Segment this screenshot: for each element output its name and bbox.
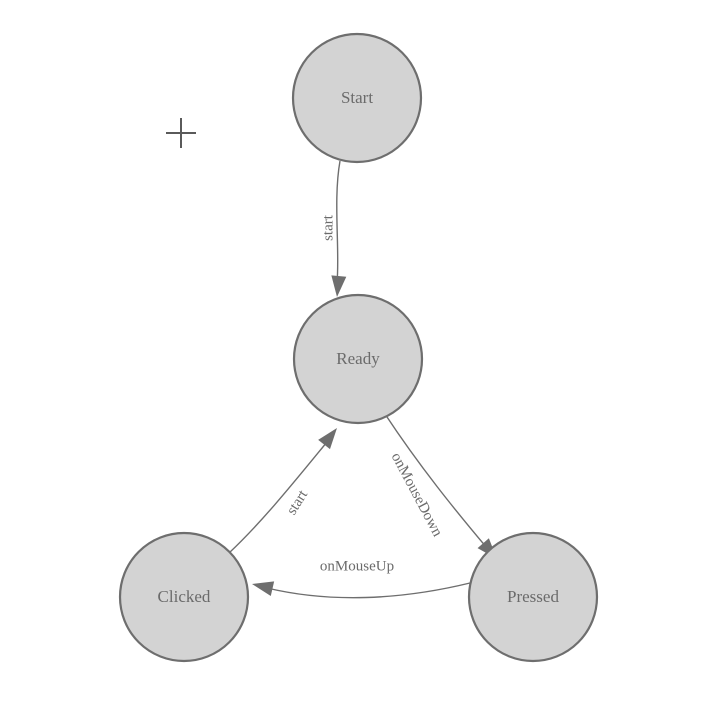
arrowhead-icon	[318, 428, 337, 450]
edge-pressed-to-clicked[interactable]: onMouseUp	[250, 558, 471, 599]
node-shape[interactable]	[467, 531, 599, 663]
node-label: Pressed	[507, 587, 559, 606]
edge-line	[228, 441, 328, 554]
arrowhead-icon	[252, 581, 275, 597]
node-pressed[interactable]: Pressed	[467, 531, 599, 663]
node-ready[interactable]: Ready	[292, 293, 424, 425]
node-label: Start	[341, 88, 373, 107]
edge-line	[384, 413, 488, 549]
node-shape[interactable]	[292, 293, 424, 425]
edge-line	[266, 582, 471, 599]
cursor-layer	[166, 118, 196, 148]
node-shape[interactable]	[291, 32, 423, 164]
edge-label: onMouseUp	[320, 558, 394, 574]
edge-clicked-to-ready[interactable]: start	[228, 423, 343, 554]
edge-label: onMouseDown	[388, 450, 446, 540]
node-start[interactable]: Start	[291, 32, 423, 164]
edge-line	[336, 160, 341, 284]
node-label: Clicked	[158, 587, 211, 606]
node-clicked[interactable]: Clicked	[118, 531, 250, 663]
node-label: Ready	[336, 349, 380, 368]
node-shape[interactable]	[118, 531, 250, 663]
arrowhead-icon	[331, 275, 347, 297]
edge-start-to-ready[interactable]: start	[320, 160, 347, 298]
edge-label: start	[320, 214, 336, 241]
edge-label: start	[284, 487, 312, 518]
edge-ready-to-pressed[interactable]: onMouseDown	[384, 413, 503, 564]
